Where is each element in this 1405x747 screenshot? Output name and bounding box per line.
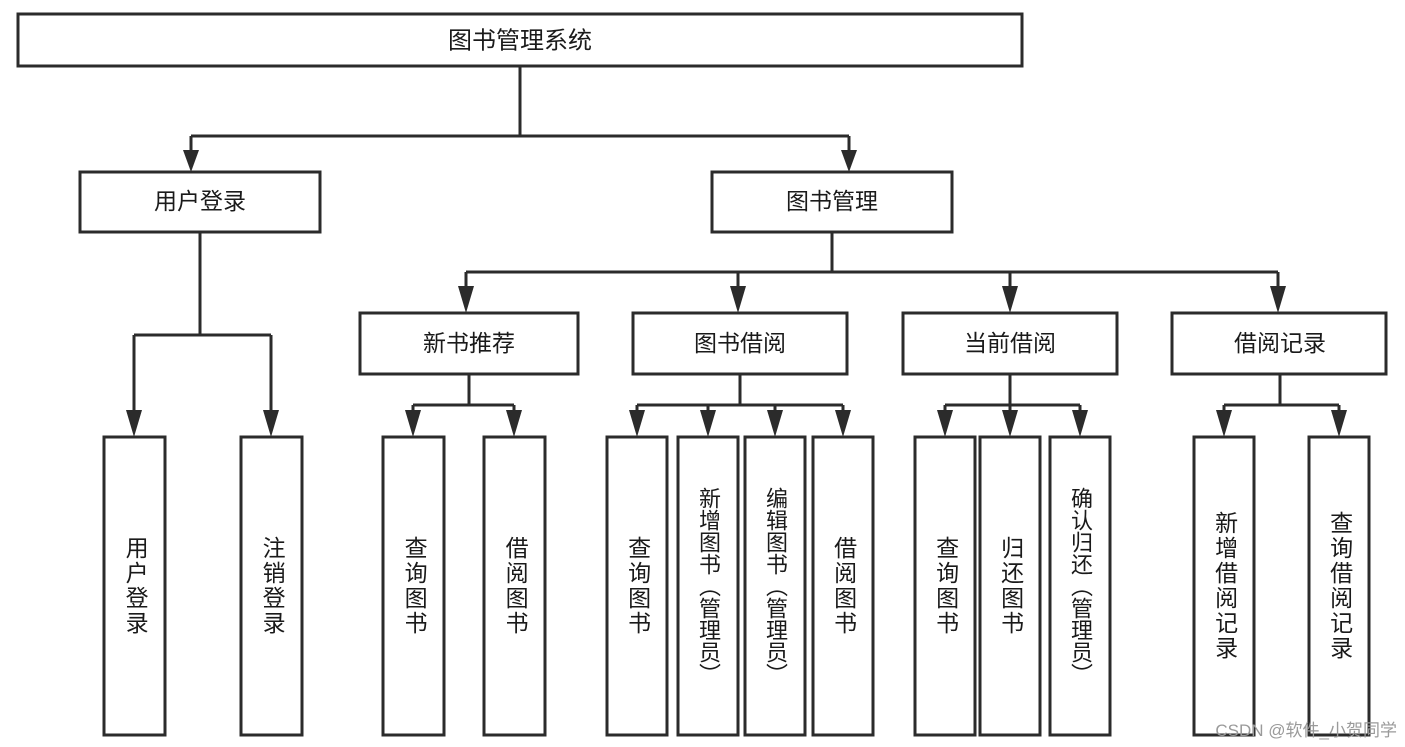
connector-bookmgmt-to-level3 — [458, 232, 1286, 313]
node-book-management-label: 图书管理 — [786, 188, 878, 214]
csdn-watermark: CSDN @软件_小贺同学 — [1215, 721, 1397, 740]
node-user-login[interactable]: 用户登录 — [78, 170, 322, 234]
node-new-book-recommend-label: 新书推荐 — [423, 330, 515, 356]
connector-borrowrecord-to-leaves — [1216, 374, 1347, 437]
node-root-label: 图书管理系统 — [448, 27, 592, 54]
node-book-borrow-label: 图书借阅 — [694, 330, 786, 356]
node-book-management[interactable]: 图书管理 — [710, 170, 954, 234]
connector-userlogin-to-leaves — [126, 232, 279, 437]
connector-currentborrow-to-leaves — [937, 374, 1088, 437]
leaf-user-login-logout[interactable] — [239, 435, 304, 737]
leaf-currentborrow-confirm[interactable] — [1048, 435, 1112, 737]
node-new-book-recommend[interactable]: 新书推荐 — [358, 311, 580, 376]
node-book-borrow[interactable]: 图书借阅 — [631, 311, 849, 376]
node-borrow-record-label: 借阅记录 — [1234, 330, 1326, 356]
node-borrow-record[interactable]: 借阅记录 — [1170, 311, 1388, 376]
leaf-bookborrow-query[interactable] — [605, 435, 669, 737]
connector-root-to-level2 — [183, 66, 857, 172]
leaf-newbook-query[interactable] — [381, 435, 446, 737]
leaf-borrowrecord-query[interactable] — [1307, 435, 1371, 737]
leaf-bookborrow-borrow[interactable] — [811, 435, 875, 737]
leaf-user-login-login[interactable] — [102, 435, 167, 737]
node-user-login-label: 用户登录 — [154, 188, 246, 214]
connector-newbook-to-leaves — [405, 374, 522, 437]
node-current-borrow-label: 当前借阅 — [964, 330, 1056, 356]
node-root[interactable]: 图书管理系统 — [16, 12, 1024, 68]
leaf-currentborrow-query[interactable] — [913, 435, 977, 737]
connector-bookborrow-to-leaves — [629, 374, 851, 437]
leaf-currentborrow-return[interactable] — [978, 435, 1042, 737]
leaf-bookborrow-add[interactable] — [676, 435, 740, 737]
leaf-borrowrecord-add[interactable] — [1192, 435, 1256, 737]
leaf-newbook-borrow[interactable] — [482, 435, 547, 737]
leaf-bookborrow-edit[interactable] — [743, 435, 807, 737]
node-current-borrow[interactable]: 当前借阅 — [901, 311, 1119, 376]
